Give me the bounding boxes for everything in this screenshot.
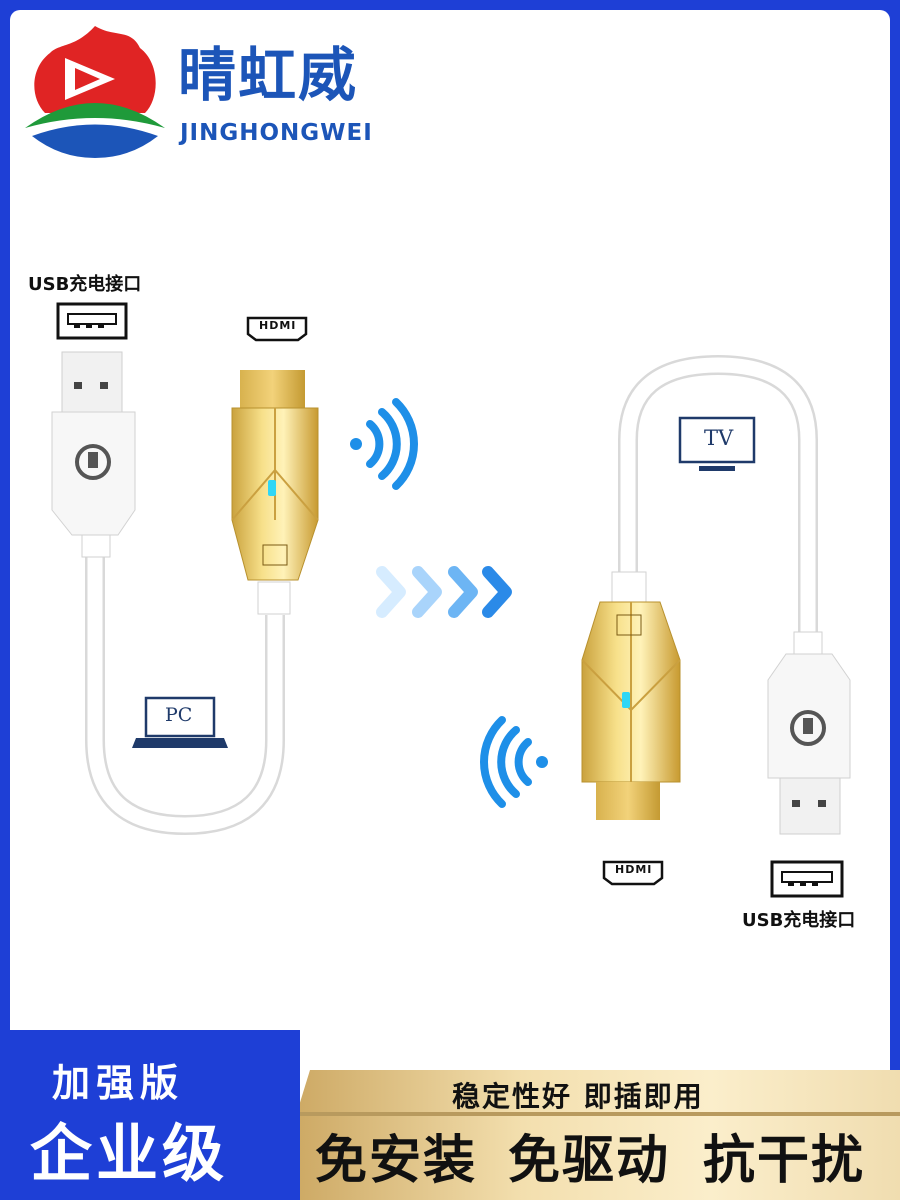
- brand-name-cn: 晴虹威: [178, 41, 359, 109]
- product-illustration: [51, 302, 851, 898]
- feature-3: 抗干扰: [703, 1131, 866, 1191]
- usb-plug-left: [51, 351, 136, 558]
- feature-2: 免驱动: [508, 1131, 671, 1191]
- wifi-icon-left: [350, 398, 418, 490]
- pc-label: PC: [165, 704, 193, 726]
- wifi-icon-right: [480, 716, 548, 808]
- tagline-text: 稳定性好 即插即用: [452, 1080, 704, 1113]
- hdmi-dongle-left: [231, 370, 319, 615]
- edition-text: 加强版: [52, 1061, 185, 1105]
- brand-name-en: JINGHONGWEI: [180, 120, 373, 146]
- hdmi-label-left: HDMI: [259, 319, 297, 332]
- usb-port-icon-right: [770, 860, 844, 898]
- enterprise-text: 企业级: [30, 1117, 229, 1190]
- tv-icon: [678, 416, 756, 471]
- hdmi-label-right: HDMI: [615, 863, 653, 876]
- transmission-arrows: [376, 566, 512, 618]
- hdmi-dongle-right: [581, 571, 681, 820]
- banner-blue: [0, 1030, 300, 1200]
- tv-label: TV: [704, 426, 734, 450]
- laptop-icon: [132, 696, 228, 748]
- brand-logo: [25, 26, 165, 158]
- product-canvas: [10, 10, 890, 1190]
- usb-charge-label-left: USB充电接口: [28, 274, 142, 295]
- usb-plug-right: [767, 631, 851, 835]
- feature-1: 免安装: [315, 1131, 478, 1191]
- usb-port-icon-left: [56, 302, 128, 340]
- hdmi-port-icon-left: [246, 316, 308, 342]
- banner-gold: [270, 1070, 900, 1200]
- banner-divider: [295, 1112, 900, 1116]
- usb-charge-label-right: USB充电接口: [742, 910, 856, 931]
- hdmi-port-icon-right: [602, 860, 664, 886]
